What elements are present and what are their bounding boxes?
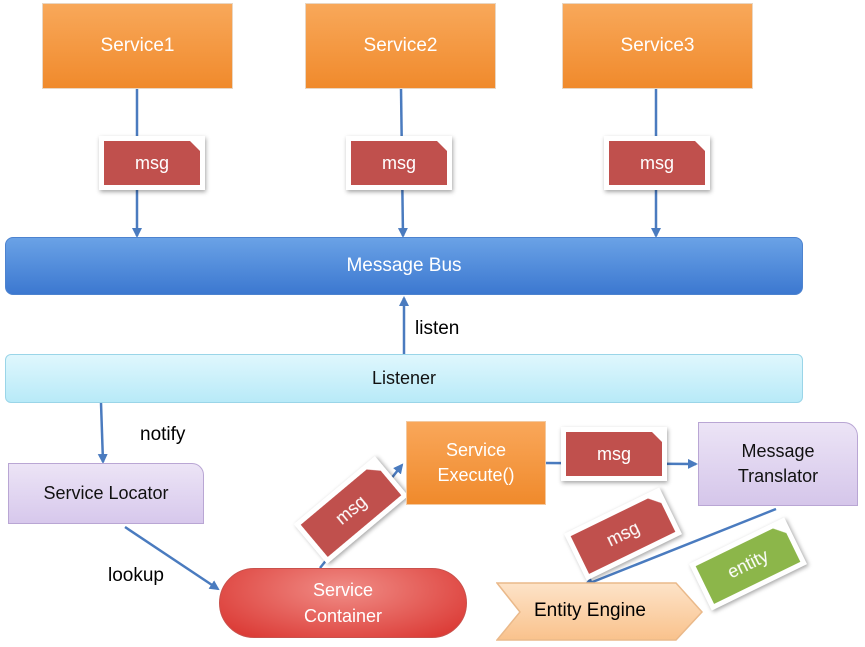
service2-box: Service2 [305,3,496,89]
lookup-label: lookup [108,565,164,586]
msg-tag-2: msg [346,136,452,190]
listener-to-locator-arrow [97,402,108,464]
message-bus-label: Message Bus [346,255,462,276]
translator-to-engine-arrow [583,507,777,587]
entity-engine-label: Entity Engine [534,600,646,621]
msg-tag-3: msg [604,136,710,190]
notify-label: notify [140,424,186,445]
msg-tag-1: msg [99,136,205,190]
message-translator-line2: Translator [737,466,819,486]
service1-label: Service1 [100,35,175,56]
msg-tag-1-label: msg [104,141,200,185]
service2-label: Service2 [363,35,438,56]
service-container-line1: Service [312,580,374,600]
msg-tag-3-label: msg [609,141,705,185]
listener-label: Listener [371,368,437,388]
message-translator-line1: Message [741,441,815,461]
message-bus: Message Bus [5,237,803,295]
msg-tag-2-label: msg [351,141,447,185]
service-execute-line1: Service [445,440,507,460]
msg-tag-execute-label: msg [566,432,662,476]
message-translator-box: Message Translator [698,422,858,506]
service-execute-line2: Execute() [437,465,515,485]
listen-label: listen [415,318,460,339]
service-locator-label: Service Locator [43,483,169,503]
entity-engine-shape [496,582,704,641]
locator-to-container-arrow [124,525,220,591]
service-container-line2: Container [303,606,383,626]
msg-tag-execute: msg [561,427,667,481]
service-execute-box: Service Execute() [406,421,546,505]
listener-bar: Listener [5,354,803,403]
service-locator-box: Service Locator [8,463,204,524]
service3-label: Service3 [620,35,695,56]
service3-box: Service3 [562,3,753,89]
service1-box: Service1 [42,3,233,89]
service-container-box: Service Container [219,568,467,638]
